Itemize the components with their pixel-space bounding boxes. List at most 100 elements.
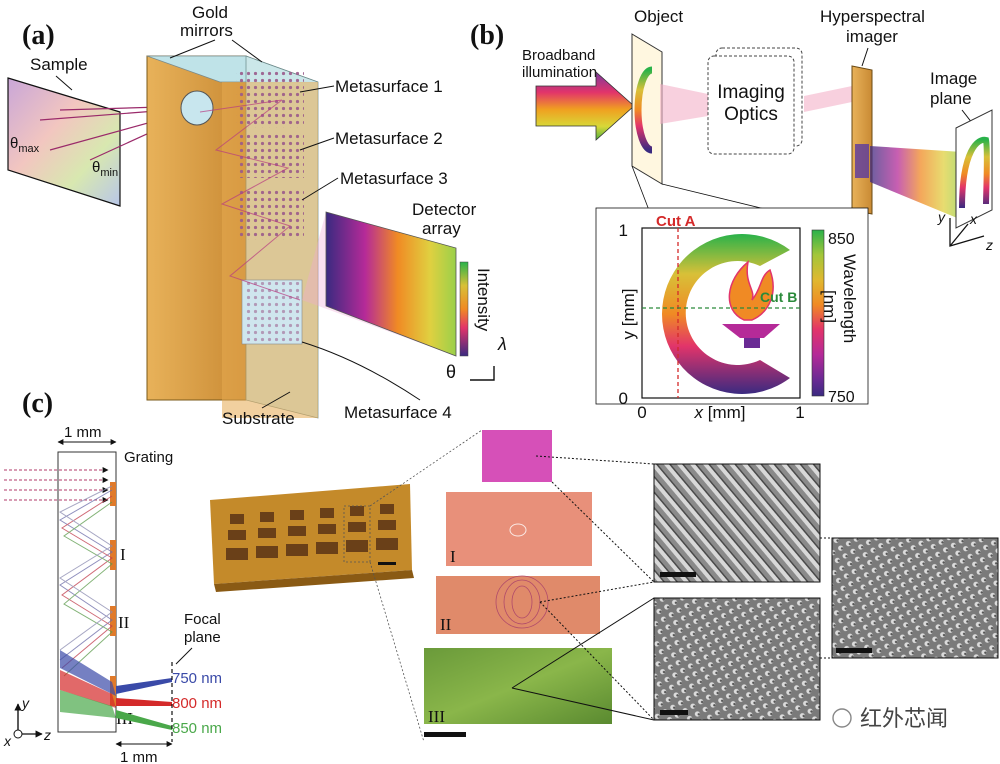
stage-II-label: II bbox=[118, 613, 130, 632]
inset-xlabel: x [mm] bbox=[694, 403, 746, 422]
colorbar-label-1: Wavelength bbox=[840, 254, 859, 343]
gold-mirrors-leader-1 bbox=[169, 39, 216, 59]
detector-array bbox=[325, 211, 457, 357]
flame-logo bbox=[728, 260, 774, 321]
imager-metasurface bbox=[855, 144, 869, 178]
hyperspectral-label-1: Hyperspectral bbox=[820, 7, 925, 26]
blue-beam-in bbox=[60, 650, 116, 696]
imaging-optics-label-1: Imaging bbox=[717, 82, 785, 103]
micrograph-scalebar bbox=[424, 732, 466, 737]
green-beam-in bbox=[60, 690, 116, 718]
detector-array-label-2: array bbox=[422, 219, 461, 238]
chip-zoom-box bbox=[343, 505, 371, 563]
chip-zoom-line-2 bbox=[369, 561, 425, 743]
colorbar-label-2: [nm] bbox=[820, 290, 839, 323]
colorbar bbox=[811, 229, 825, 397]
cut-a-label: Cut A bbox=[656, 213, 696, 230]
stage-I-label: I bbox=[120, 545, 126, 564]
sample-label: Sample bbox=[30, 55, 88, 74]
bottom-1mm-label: 1 mm bbox=[120, 749, 158, 764]
image-plane-x: x bbox=[969, 211, 978, 227]
sample-leader bbox=[55, 75, 73, 91]
detector-axes bbox=[470, 366, 495, 381]
micrograph-II bbox=[436, 576, 600, 634]
sem-image-1 bbox=[653, 463, 821, 583]
inset-ylabel: y [mm] bbox=[619, 289, 638, 340]
image-plane-label-2: plane bbox=[930, 89, 972, 108]
metasurface-II bbox=[110, 606, 116, 636]
beam-to-optics bbox=[660, 84, 708, 124]
metasurface-4-label: Metasurface 4 bbox=[344, 403, 452, 422]
broadband-label-2: illumination bbox=[522, 64, 597, 81]
torch-stem bbox=[744, 338, 760, 348]
micrograph-I-label: I bbox=[450, 547, 456, 566]
hyperspectral-label-2: imager bbox=[846, 27, 898, 46]
cut-b-label: Cut B bbox=[760, 289, 797, 305]
panel-c-label: (c) bbox=[22, 388, 53, 419]
chip-cells bbox=[226, 504, 398, 560]
watermark-icon bbox=[832, 708, 852, 728]
axis-y-label: y bbox=[21, 695, 30, 711]
colorbar-min: 750 bbox=[828, 389, 855, 406]
metasurface-1-leader bbox=[299, 85, 335, 93]
beam-800 bbox=[116, 698, 172, 706]
focal-plane-label-2: plane bbox=[184, 629, 221, 646]
inset-ytick-0: 0 bbox=[619, 389, 628, 408]
beam-to-imager bbox=[804, 86, 852, 112]
colorbar-max: 850 bbox=[828, 231, 855, 248]
zoom-connectors bbox=[535, 455, 832, 721]
grating bbox=[110, 482, 116, 506]
axis-x-label: x bbox=[3, 733, 12, 749]
object-c-logo bbox=[634, 66, 653, 154]
metasurface-4-dots bbox=[244, 282, 300, 342]
red-beam-in bbox=[60, 670, 116, 708]
metasurface-4-leader bbox=[301, 341, 421, 401]
image-plane-y: y bbox=[937, 209, 946, 225]
wl-800-label: 800 nm bbox=[172, 695, 222, 712]
c-logo-shape bbox=[661, 234, 790, 394]
axis-z-label: z bbox=[43, 727, 51, 743]
object-label: Object bbox=[634, 7, 683, 26]
sem-image-3 bbox=[831, 537, 999, 659]
theta-min-label: θmin bbox=[92, 159, 118, 179]
metasurface-3-label: Metasurface 3 bbox=[340, 169, 448, 188]
metasurface-1-label: Metasurface 1 bbox=[335, 77, 443, 96]
gold-mirrors-leader-2 bbox=[231, 39, 263, 63]
panel-b-label: (b) bbox=[470, 20, 504, 51]
imaging-optics-label-2: Optics bbox=[724, 104, 778, 125]
intensity-scale bbox=[459, 261, 469, 357]
panel-a-label: (a) bbox=[22, 20, 55, 51]
gold-mirrors-label-1: Gold bbox=[192, 3, 228, 22]
beam-750 bbox=[116, 678, 172, 694]
image-plane-z: z bbox=[985, 237, 993, 253]
chip-scalebar bbox=[378, 562, 396, 565]
substrate-leader bbox=[261, 391, 291, 409]
hyperspectral-leader bbox=[861, 47, 869, 67]
substrate-label: Substrate bbox=[222, 409, 295, 428]
theta-max-label: θmax bbox=[10, 135, 40, 155]
image-plane-label-1: Image bbox=[930, 69, 977, 88]
wl-750-label: 750 nm bbox=[172, 670, 222, 687]
torch-bowl bbox=[722, 324, 780, 338]
micrograph-I-feature bbox=[509, 523, 527, 537]
image-plane-pattern bbox=[959, 136, 990, 209]
lambda-axis-label: λ bbox=[497, 334, 507, 354]
metasurface-3-pattern bbox=[238, 188, 304, 240]
metasurface-2-pattern bbox=[238, 132, 304, 178]
hyperspectral-imager bbox=[851, 65, 873, 215]
inset-xtick-0: 0 bbox=[637, 403, 646, 422]
zoom-line-III-1 bbox=[511, 597, 655, 689]
chip-photo bbox=[210, 484, 414, 592]
chip-zoom-line-1 bbox=[369, 429, 483, 507]
broadband-label-1: Broadband bbox=[522, 47, 595, 64]
metasurface-I bbox=[110, 540, 116, 570]
panel-b: (b) Broadband illumination Object Imagin… bbox=[470, 7, 993, 422]
illumination-arrow bbox=[535, 71, 635, 141]
internal-rays bbox=[199, 99, 301, 301]
gold-mirrors-label-2: mirrors bbox=[180, 21, 233, 40]
grating-label: Grating bbox=[124, 449, 173, 466]
width-1mm-label: 1 mm bbox=[64, 424, 102, 441]
input-beams bbox=[4, 467, 109, 503]
micrograph-III-label: III bbox=[428, 707, 445, 726]
